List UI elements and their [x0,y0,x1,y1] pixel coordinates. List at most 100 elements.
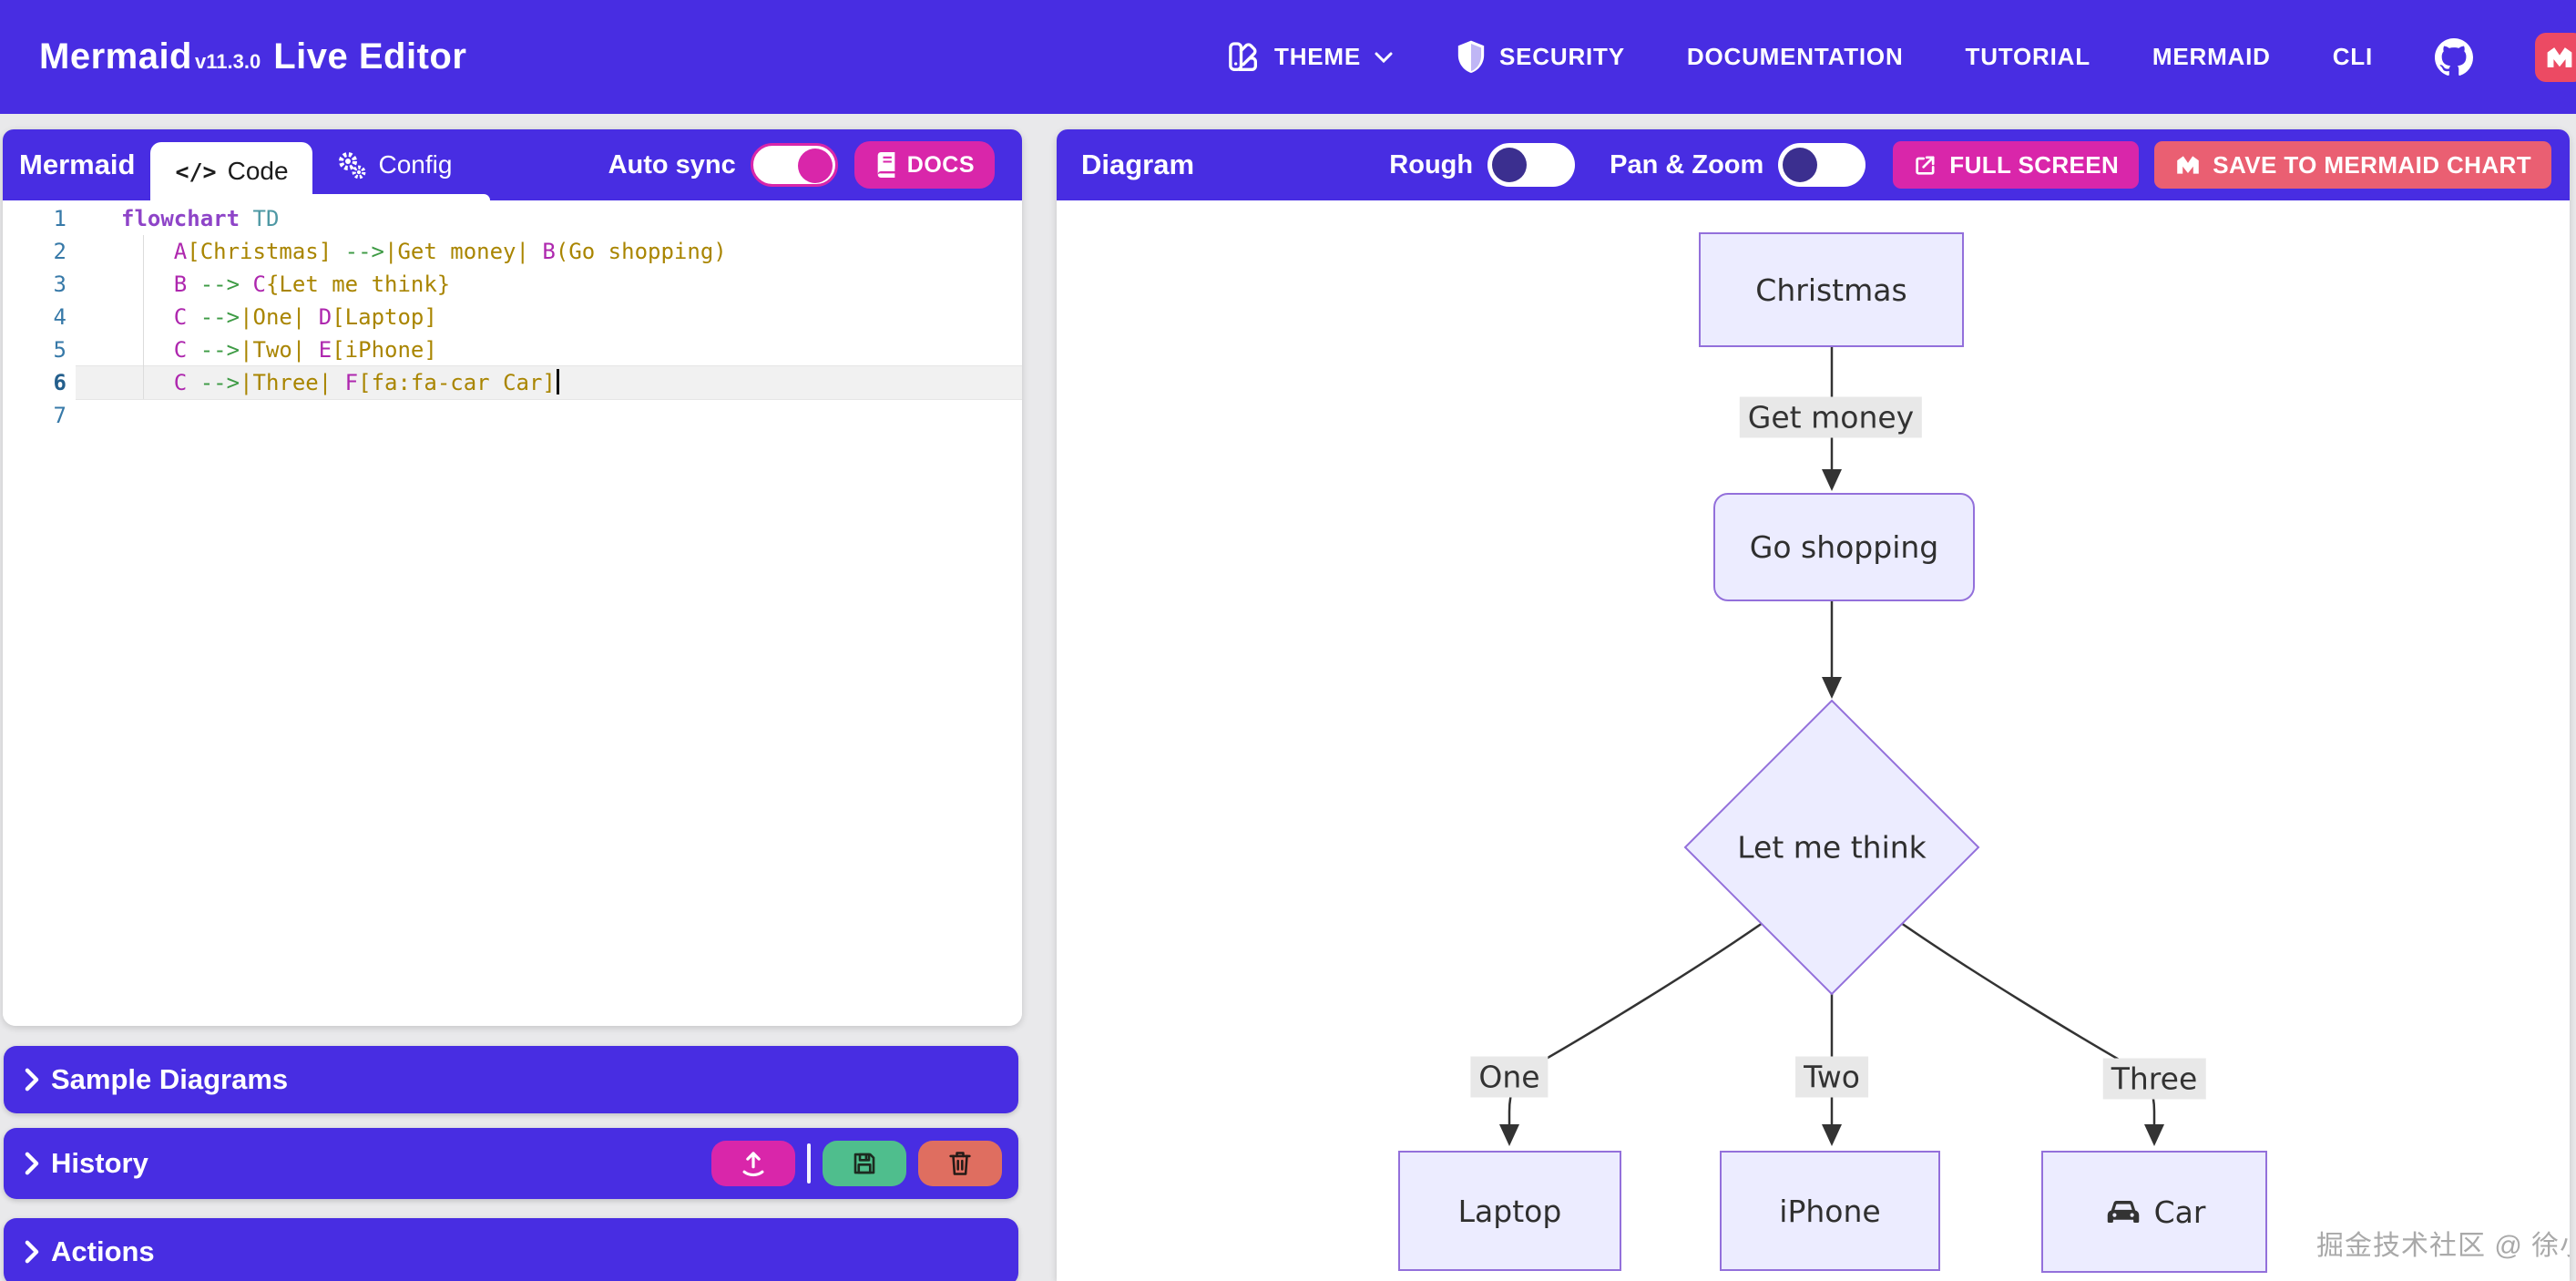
node-let-me-think-diamond [1683,699,1980,996]
code-line-5[interactable]: 5 C -->|Two| E[iPhone] [3,333,1022,366]
token-arr: --> [199,370,240,395]
token-id: C [252,272,266,297]
token-id: F [344,370,359,395]
full-screen-label: FULL SCREEN [1949,150,2120,179]
pan-zoom-toggle[interactable] [1778,143,1866,187]
top-nav: THEME SECURITY DOCUMENTATION TUTORIAL ME… [1225,0,2576,114]
token-str: (Go shopping) [555,239,727,264]
code-line-2[interactable]: 2 A[Christmas] -->|Get money| B(Go shopp… [3,235,1022,268]
rough-toggle-knob [1492,148,1528,182]
token-str: [Christmas] [187,239,332,264]
pan-zoom-label: Pan & Zoom [1610,149,1764,179]
brand: Mermaid v11.3.0 Live Editor [39,36,466,77]
diagram-panel-title: Diagram [1081,149,1195,180]
token-id: B [173,272,188,297]
token-pl [121,304,174,330]
tab-config[interactable]: Config [336,149,452,180]
token-pl [332,239,344,264]
nav-label-security: SECURITY [1499,43,1625,70]
token-arr: --> [199,272,240,297]
node-car-label: Car [2153,1194,2206,1230]
nav-item-tutorial[interactable]: TUTORIAL [1966,43,2090,71]
nav-item-mermaid-chart[interactable] [2535,32,2576,82]
token-id: B [542,239,556,264]
brand-name: Mermaid [39,36,192,77]
shield-icon [1457,40,1485,73]
nav-item-mermaid[interactable]: MERMAID [2152,43,2271,71]
gears-icon [339,152,366,179]
line-number: 2 [53,239,66,264]
mermaid-chart-icon [2535,32,2576,82]
editor-panel-header: Mermaid </> Code Config Auto sync [3,129,1022,200]
node-iphone-label: iPhone [1779,1193,1881,1229]
auto-sync-label: Auto sync [608,149,736,179]
save-history-button[interactable] [823,1141,906,1186]
token-arr: --> [344,239,385,264]
brand-version: v11.3.0 [195,50,261,73]
node-go-shopping: Go shopping [1713,493,1975,601]
theme-swatch-icon [1229,41,1258,71]
token-id: C [173,304,188,330]
node-christmas-label: Christmas [1755,272,1907,308]
token-pl [121,337,174,363]
code-line-4[interactable]: 4 C -->|One| D[Laptop] [3,301,1022,333]
token-pl [121,370,174,395]
edge-label-one: One [1470,1056,1549,1098]
nav-item-cli[interactable]: CLI [2333,43,2373,71]
nav-item-github[interactable] [2435,37,2473,77]
delete-history-button[interactable] [918,1141,1002,1186]
auto-sync-toggle[interactable] [750,143,838,187]
docs-button-label: DOCS [906,151,975,178]
code-line-text: B --> C{Let me think} [76,268,1022,301]
code-line-7[interactable]: 7 [3,399,1022,432]
save-to-mermaid-chart-label: SAVE TO MERMAID CHART [2213,150,2531,179]
upload-icon [742,1152,764,1177]
token-str: [fa:fa-car Car] [358,370,556,395]
editor-panel-title: Mermaid [19,149,136,180]
edge-label-three: Three [2102,1058,2206,1100]
token-id: A [173,239,188,264]
floppy-disk-icon [854,1153,875,1174]
trash-icon [949,1152,971,1175]
mermaid-chart-m-icon [2177,156,2200,174]
editor-panel: Mermaid </> Code Config Auto sync [3,129,1022,1026]
text-cursor [556,369,559,395]
save-to-mermaid-chart-button[interactable]: SAVE TO MERMAID CHART [2154,141,2551,189]
upload-history-button[interactable] [711,1141,795,1186]
token-str: |Two| [240,337,306,363]
tabs-underline [155,194,490,200]
rough-toggle[interactable] [1487,143,1576,187]
sample-diagrams-label: Sample Diagrams [51,1063,289,1095]
flowchart-edges [1499,347,2164,1146]
actions-bar[interactable]: Actions [4,1218,1018,1281]
diagram-canvas: Christmas Go shopping Let me think Lapto… [1057,200,2570,1281]
arrowheads [1499,469,2164,1146]
token-id: D [318,304,332,330]
token-arr: --> [199,337,240,363]
line-number: 3 [53,272,66,297]
sample-diagrams-bar[interactable]: Sample Diagrams [4,1046,1018,1113]
token-id: C [173,337,188,363]
nav-item-documentation[interactable]: DOCUMENTATION [1687,43,1904,71]
token-pl [332,370,344,395]
code-line-6[interactable]: 6 C -->|Three| F[fa:fa-car Car] [3,366,1022,399]
line-number: 7 [53,403,66,428]
tab-code[interactable]: </> Code [150,142,313,200]
history-buttons-divider [807,1143,811,1184]
node-laptop-label: Laptop [1457,1193,1562,1229]
code-line-3[interactable]: 3 B --> C{Let me think} [3,268,1022,301]
code-line-text: C -->|One| D[Laptop] [76,301,1022,333]
diagram-panel-header: Diagram Rough Pan & Zoom FULL SCREEN [1057,129,2570,200]
history-bar[interactable]: History [4,1128,1018,1199]
docs-button[interactable]: DOCS [854,141,995,189]
nav-item-security[interactable]: SECURITY [1456,39,1625,76]
full-screen-button[interactable]: FULL SCREEN [1893,141,2140,189]
history-label: History [51,1147,148,1179]
nav-item-theme[interactable]: THEME [1225,39,1394,76]
indent-guide [143,235,144,399]
token-str: [Laptop] [332,304,437,330]
